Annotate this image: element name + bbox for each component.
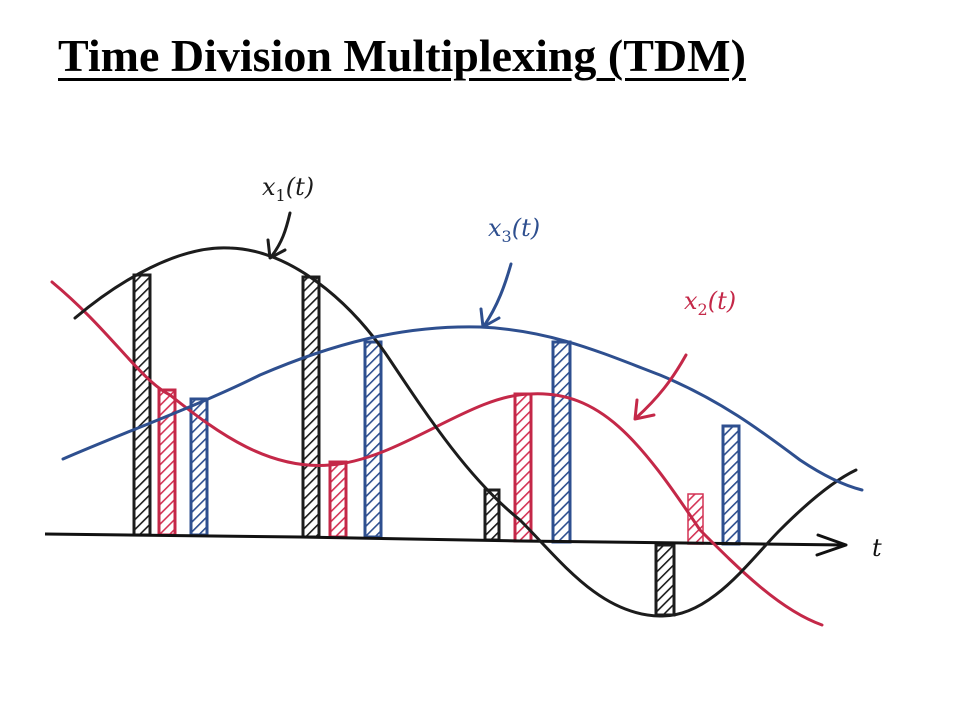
slot-x2-2 [328, 460, 348, 539]
pointer-x1-arrowhead [266, 238, 287, 260]
signal-labels: x1(t) x3(t) x2(t) [262, 173, 736, 319]
slot-x3-3 [551, 340, 572, 544]
sample-slots [132, 273, 741, 617]
curve-x3 [61, 325, 864, 492]
label-x1-arg: (t) [286, 173, 314, 201]
pointer-x1-arrow [269, 211, 292, 259]
label-x2-arg: (t) [708, 287, 736, 315]
label-x1-base: x [262, 173, 276, 201]
slide-title: Time Division Multiplexing (TDM) [58, 30, 746, 81]
pointer-x3-arrowhead [479, 307, 501, 329]
slot-x3-2 [363, 340, 383, 539]
label-x3-sub: 3 [502, 227, 512, 246]
label-x2-base: x [684, 287, 698, 315]
pointer-x3-arrow [482, 262, 513, 328]
pointer-x2-arrow [634, 353, 688, 420]
pointer-x2-arrowhead [633, 398, 656, 421]
label-x1-sub: 1 [276, 186, 286, 205]
slot-x1-1 [132, 273, 152, 537]
label-x3-arg: (t) [512, 214, 540, 242]
slot-x2-1 [157, 388, 177, 537]
slot-x3-4 [721, 424, 741, 546]
label-x3: x3(t) [488, 214, 540, 246]
time-axis-line [44, 532, 846, 547]
slot-x1-4 [654, 543, 676, 617]
curve-x1 [73, 246, 858, 618]
label-x2-sub: 2 [698, 300, 708, 319]
curve-x2 [50, 280, 824, 627]
time-axis-label: t [872, 534, 882, 562]
label-x2: x2(t) [684, 287, 736, 319]
slot-x2-4 [687, 493, 704, 545]
signal-curves [50, 246, 864, 627]
label-pointers [266, 211, 688, 421]
time-axis: t [44, 532, 882, 562]
label-x3-base: x [488, 214, 502, 242]
time-axis-arrowhead [815, 533, 848, 557]
label-x1: x1(t) [262, 173, 314, 205]
slot-x1-2 [301, 275, 321, 539]
